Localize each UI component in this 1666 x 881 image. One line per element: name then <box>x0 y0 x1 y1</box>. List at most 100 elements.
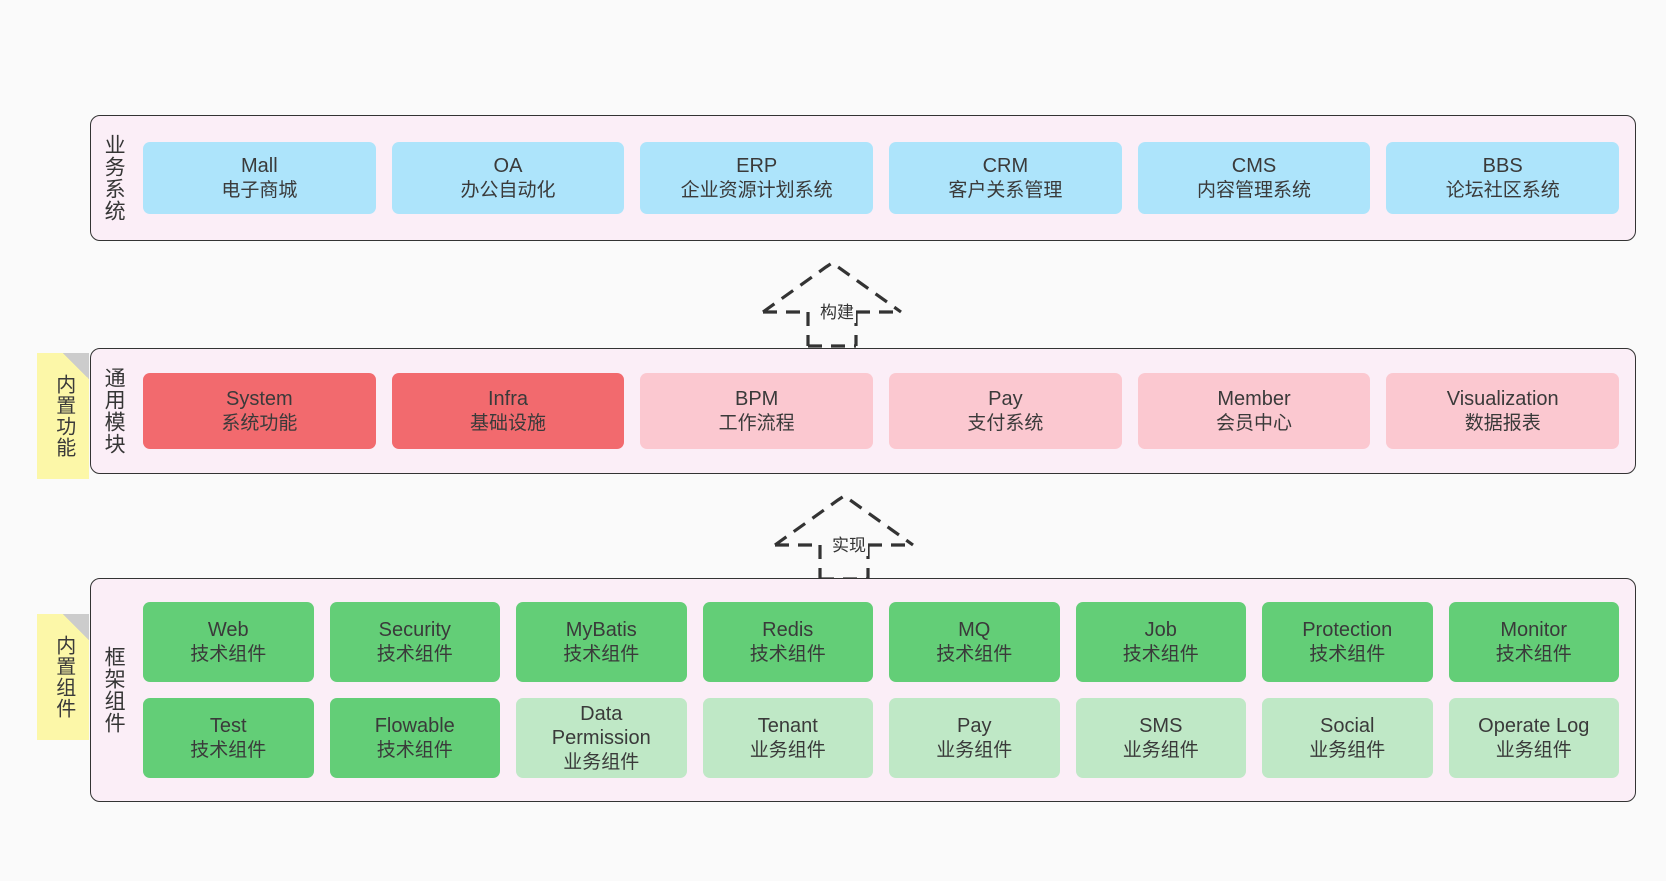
card-title: CMS <box>1231 155 1277 178</box>
card-title: Pay <box>957 715 992 738</box>
row: Mall 电子商城 OA 办公自动化 ERP 企业资源计划系统 CRM 客户关系… <box>143 142 1620 214</box>
arrow-build: 构建 <box>760 262 920 348</box>
component-card-security[interactable]: Security 技术组件 <box>329 602 500 682</box>
component-card-data-permission[interactable]: Data Permission 业务组件 <box>516 698 687 778</box>
card-subtitle: 支付系统 <box>967 412 1044 434</box>
component-card-job[interactable]: Job 技术组件 <box>1075 602 1246 682</box>
card-subtitle: 系统功能 <box>221 412 298 434</box>
module-card-cms[interactable]: CMS 内容管理系统 <box>1137 142 1371 214</box>
module-card-system[interactable]: System 系统功能 <box>143 373 376 449</box>
module-card-infra[interactable]: Infra 基础设施 <box>391 373 625 449</box>
component-card-pay[interactable]: Pay 业务组件 <box>889 698 1060 778</box>
component-card-flowable[interactable]: Flowable 技术组件 <box>329 698 500 778</box>
card-subtitle: 客户关系管理 <box>948 179 1063 201</box>
card-title: Redis <box>762 619 814 642</box>
card-subtitle: 内容管理系统 <box>1197 179 1312 201</box>
module-card-member[interactable]: Member 会员中心 <box>1137 373 1371 449</box>
card-subtitle: 技术组件 <box>1309 643 1386 665</box>
module-card-oa[interactable]: OA 办公自动化 <box>391 142 625 214</box>
card-subtitle: 技术组件 <box>936 643 1013 665</box>
card-title: Web <box>207 619 249 642</box>
component-card-web[interactable]: Web 技术组件 <box>143 602 314 682</box>
card-title: Visualization <box>1446 388 1559 411</box>
card-title: BBS <box>1482 155 1523 178</box>
card-subtitle: 技术组件 <box>376 643 453 665</box>
layer-business-system-title: 业务系统 <box>102 134 126 222</box>
module-card-bpm[interactable]: BPM 工作流程 <box>640 373 874 449</box>
card-subtitle: 技术组件 <box>1495 643 1572 665</box>
layer-business-system-body: Mall 电子商城 OA 办公自动化 ERP 企业资源计划系统 CRM 客户关系… <box>135 116 1635 240</box>
arrow-build-label: 构建 <box>818 298 856 323</box>
module-card-erp[interactable]: ERP 企业资源计划系统 <box>640 142 874 214</box>
card-subtitle: 电子商城 <box>221 179 298 201</box>
card-title: SMS <box>1139 715 1183 738</box>
card-subtitle: 业务组件 <box>1495 739 1572 761</box>
component-card-monitor[interactable]: Monitor 技术组件 <box>1448 602 1619 682</box>
card-subtitle: 业务组件 <box>563 751 640 773</box>
card-title: OA <box>493 155 523 178</box>
card-subtitle: 业务组件 <box>1122 739 1199 761</box>
card-title: Tenant <box>757 715 818 738</box>
row: Test 技术组件 Flowable 技术组件 Data Permission … <box>143 698 1619 778</box>
card-subtitle: 数据报表 <box>1464 412 1541 434</box>
card-title: Flowable <box>374 715 455 738</box>
card-subtitle: 技术组件 <box>190 643 267 665</box>
card-subtitle: 业务组件 <box>749 739 826 761</box>
component-card-mybatis[interactable]: MyBatis 技术组件 <box>516 602 687 682</box>
component-card-tenant[interactable]: Tenant 业务组件 <box>702 698 873 778</box>
card-title: MQ <box>958 619 991 642</box>
card-subtitle: 办公自动化 <box>460 179 556 201</box>
sticky-note-builtin-function: 内置功能 <box>37 353 89 479</box>
card-title: CRM <box>982 155 1029 178</box>
card-subtitle: 技术组件 <box>563 643 640 665</box>
module-card-crm[interactable]: CRM 客户关系管理 <box>889 142 1122 214</box>
component-card-mq[interactable]: MQ 技术组件 <box>889 602 1060 682</box>
card-title: Member <box>1217 388 1291 411</box>
layer-common-module-title: 通用模块 <box>102 367 126 455</box>
card-subtitle: 工作流程 <box>718 412 795 434</box>
module-card-mall[interactable]: Mall 电子商城 <box>143 142 376 214</box>
card-title: Data Permission <box>551 703 651 750</box>
card-subtitle: 技术组件 <box>376 739 453 761</box>
component-card-social[interactable]: Social 业务组件 <box>1262 698 1433 778</box>
layer-common-module-body: System 系统功能 Infra 基础设施 BPM 工作流程 Pay 支付系统… <box>135 349 1635 473</box>
card-subtitle: 会员中心 <box>1216 412 1293 434</box>
sticky-note-label: 内置组件 <box>52 635 75 719</box>
layer-framework-component-body: Web 技术组件 Security 技术组件 MyBatis 技术组件 Redi… <box>135 579 1635 801</box>
card-subtitle: 基础设施 <box>470 412 547 434</box>
card-title: Mall <box>241 155 278 178</box>
layer-framework-component: 框架组件 Web 技术组件 Security 技术组件 MyBatis 技术组件… <box>90 578 1636 802</box>
card-title: Monitor <box>1500 619 1568 642</box>
row: Web 技术组件 Security 技术组件 MyBatis 技术组件 Redi… <box>143 602 1619 682</box>
card-subtitle: 技术组件 <box>190 739 267 761</box>
module-card-visualization[interactable]: Visualization 数据报表 <box>1386 373 1620 449</box>
module-card-bbs[interactable]: BBS 论坛社区系统 <box>1386 142 1620 214</box>
component-card-redis[interactable]: Redis 技术组件 <box>702 602 873 682</box>
component-card-test[interactable]: Test 技术组件 <box>143 698 314 778</box>
card-title: Infra <box>487 388 529 411</box>
row: System 系统功能 Infra 基础设施 BPM 工作流程 Pay 支付系统… <box>143 373 1620 449</box>
layer-business-system: 业务系统 Mall 电子商城 OA 办公自动化 ERP 企业资源计划系统 CRM… <box>90 115 1636 241</box>
arrow-implement: 实现 <box>772 495 932 581</box>
card-title: Protection <box>1302 619 1393 642</box>
card-title: Test <box>209 715 247 738</box>
module-card-pay[interactable]: Pay 支付系统 <box>889 373 1122 449</box>
component-card-sms[interactable]: SMS 业务组件 <box>1075 698 1246 778</box>
component-card-protection[interactable]: Protection 技术组件 <box>1262 602 1433 682</box>
card-title: ERP <box>736 155 778 178</box>
card-subtitle: 企业资源计划系统 <box>680 179 833 201</box>
card-subtitle: 业务组件 <box>1309 739 1386 761</box>
component-card-operate-log[interactable]: Operate Log 业务组件 <box>1448 698 1619 778</box>
card-title: Security <box>378 619 451 642</box>
card-title: MyBatis <box>565 619 637 642</box>
card-title: Operate Log <box>1478 715 1590 738</box>
card-subtitle: 业务组件 <box>936 739 1013 761</box>
layer-framework-component-title: 框架组件 <box>102 646 126 734</box>
layer-common-module: 通用模块 System 系统功能 Infra 基础设施 BPM 工作流程 Pay… <box>90 348 1636 474</box>
card-subtitle: 论坛社区系统 <box>1445 179 1560 201</box>
card-title: Pay <box>988 388 1023 411</box>
sticky-note-builtin-component: 内置组件 <box>37 614 89 740</box>
card-title: Social <box>1320 715 1375 738</box>
sticky-note-label: 内置功能 <box>52 374 75 458</box>
